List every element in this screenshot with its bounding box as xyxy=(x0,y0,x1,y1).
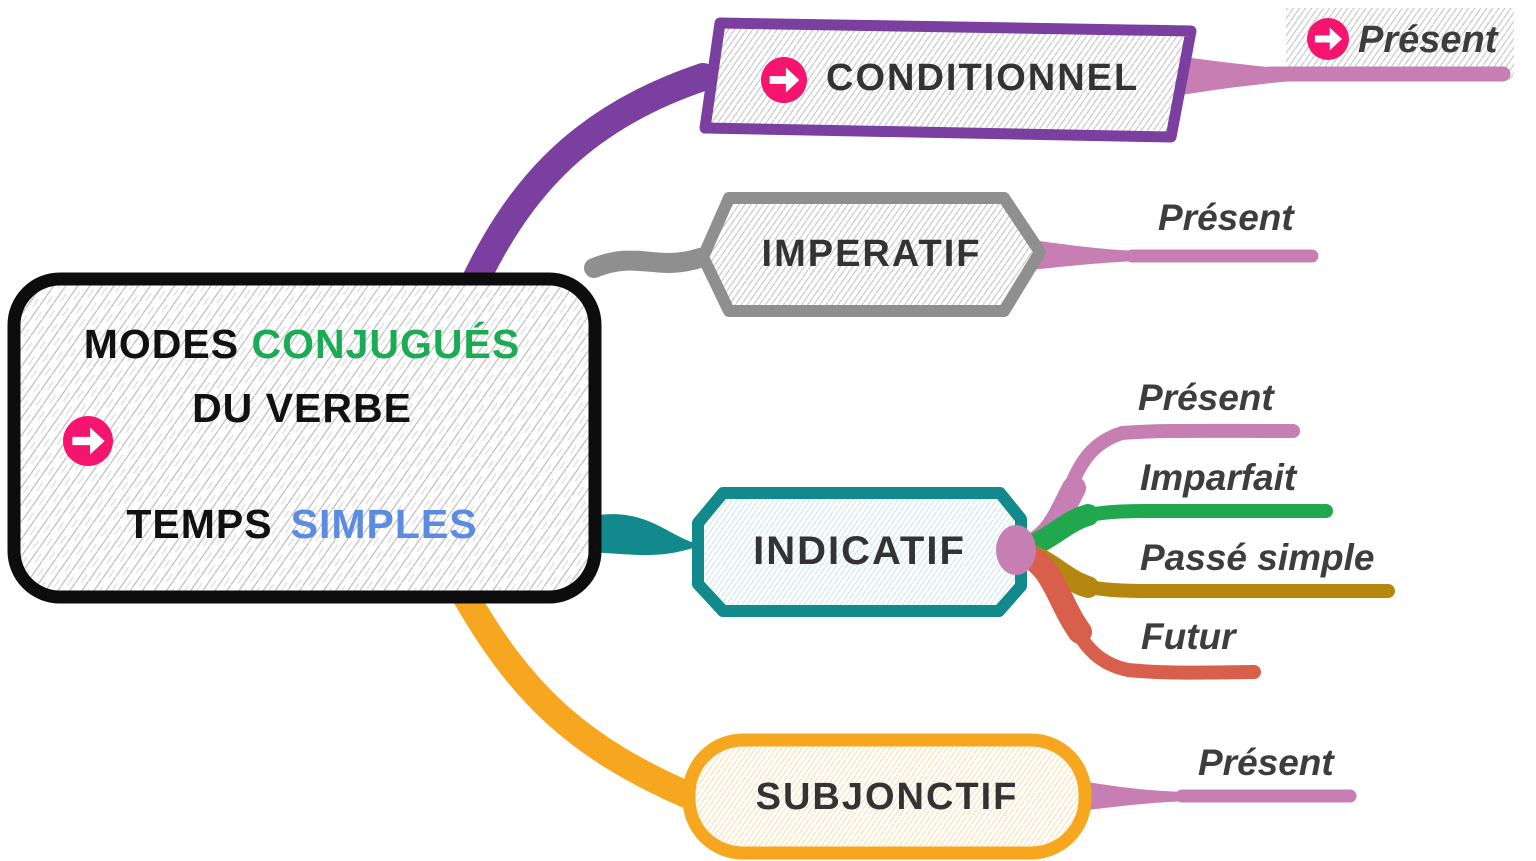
node-label-conditionnel: CONDITIONNEL xyxy=(826,57,1140,99)
branch-indicatif-imparfait-line xyxy=(1073,504,1333,524)
indicatif-junction-bulge xyxy=(996,525,1036,575)
child-label-indicatif-present: Présent xyxy=(1138,377,1274,418)
central-line-1: MODES CONJUGUÉS xyxy=(22,312,582,376)
child-label-indicatif-passe-simple: Passé simple xyxy=(1140,537,1375,578)
node-label-imperatif: IMPERATIF xyxy=(761,233,982,275)
node-label-indicatif: INDICATIF xyxy=(753,529,966,573)
child-label-subjonctif-present: Présent xyxy=(1198,742,1334,783)
child-label-conditionnel-present: Présent xyxy=(1358,19,1498,61)
central-topic-title: MODES CONJUGUÉS DU VERBE xyxy=(22,312,582,440)
arrow-icon xyxy=(1307,18,1349,60)
connector-conditionnel xyxy=(456,63,717,306)
connector-subjonctif xyxy=(452,583,711,813)
branch-indicatif-futur-line xyxy=(1067,619,1261,680)
branch-conditionnel-present xyxy=(1176,56,1302,96)
central-word-temps: TEMPS xyxy=(126,501,273,547)
child-label-imperatif-present: Présent xyxy=(1158,197,1294,238)
indicatif-shape xyxy=(692,487,1027,617)
branch-indicatif-present-line xyxy=(1061,423,1300,501)
branch-indicatif-passe-line xyxy=(1073,578,1395,598)
central-word-modes: MODES xyxy=(83,321,240,367)
subjonctif-shape xyxy=(682,733,1092,860)
central-topic-subtitle: TEMPS SIMPLES xyxy=(22,492,582,556)
connector-indicatif xyxy=(592,514,702,556)
imperatif-shape xyxy=(697,192,1046,317)
central-word-conjugues: CONJUGUÉS xyxy=(251,321,521,367)
child-label-indicatif-futur: Futur xyxy=(1141,616,1236,657)
arrow-icon xyxy=(63,416,113,466)
connector-imperatif xyxy=(584,248,710,278)
central-line-2: DU VERBE xyxy=(192,385,412,431)
central-topic-shape xyxy=(7,272,602,604)
central-word-simples: SIMPLES xyxy=(290,501,478,547)
node-label-subjonctif: SUBJONCTIF xyxy=(755,776,1019,818)
arrow-icon xyxy=(761,57,807,103)
conditionnel-shape xyxy=(699,17,1197,143)
child-label-indicatif-imparfait: Imparfait xyxy=(1140,457,1297,498)
